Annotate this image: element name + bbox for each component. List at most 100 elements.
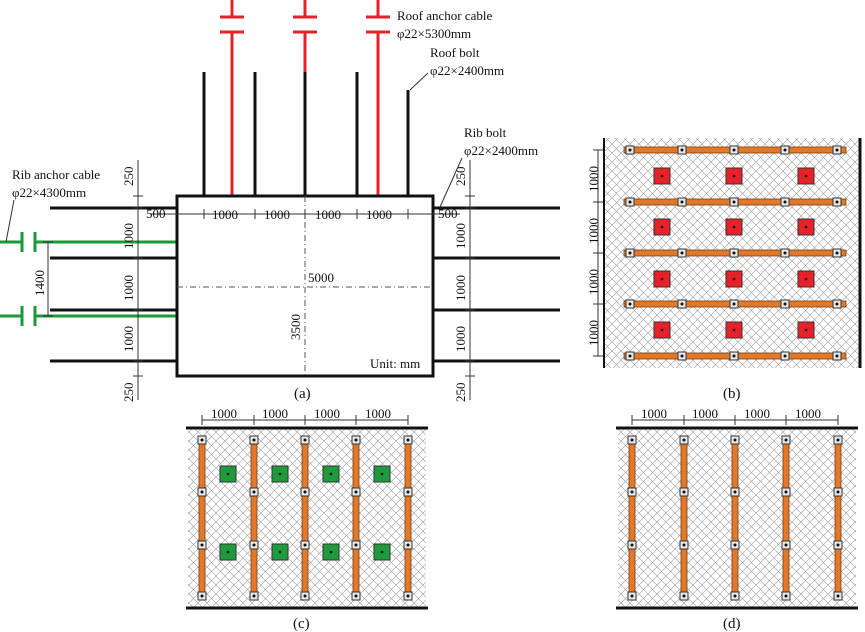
anchor-center	[226, 550, 230, 554]
rib-bolts-left	[50, 206, 177, 363]
dim-top-1000: 1000	[264, 207, 290, 222]
steel-strap	[250, 435, 258, 601]
rib-anchor-plates	[219, 465, 391, 561]
roof-bolt-spec: φ22×2400mm	[430, 63, 504, 78]
right-dimension-chain	[465, 160, 475, 400]
bolt-center	[732, 148, 736, 152]
bolt-center	[628, 148, 632, 152]
bolt-center	[783, 148, 787, 152]
bolt-center	[733, 490, 737, 494]
anchor-center	[660, 328, 664, 332]
bolt-center	[732, 200, 736, 204]
anchor-center	[804, 328, 808, 332]
bolt-center	[252, 438, 256, 442]
bolt-center	[406, 490, 410, 494]
bolt-center	[836, 490, 840, 494]
bolt-center	[784, 490, 788, 494]
bolt-center	[630, 438, 634, 442]
bolt-center	[252, 543, 256, 547]
bolt-center	[680, 148, 684, 152]
bolt-center	[303, 490, 307, 494]
bolt-center	[200, 543, 204, 547]
bolt-center	[406, 594, 410, 598]
dim-d-1000: 1000	[744, 406, 770, 421]
roof-bolt-leader	[409, 72, 429, 91]
steel-strap	[352, 435, 360, 601]
bolt-center	[628, 354, 632, 358]
top-dimension-chain	[150, 209, 460, 219]
bolt-center	[835, 302, 839, 306]
bolt-center	[835, 251, 839, 255]
anchor-cable-plates	[653, 167, 815, 339]
dim-c-1000: 1000	[314, 406, 340, 421]
bolt-center	[835, 200, 839, 204]
bolt-center	[680, 200, 684, 204]
dim-left-1000: 1000	[121, 223, 136, 249]
anchor-center	[804, 277, 808, 281]
roof-bolts	[202, 72, 410, 196]
bolt-center	[682, 594, 686, 598]
bolt-center	[200, 594, 204, 598]
dim-d-1000: 1000	[692, 406, 718, 421]
bolt-center	[680, 302, 684, 306]
anchor-center	[226, 472, 230, 476]
steel-strap-rows	[623, 145, 847, 361]
bolt-center	[733, 438, 737, 442]
bolt-center	[252, 490, 256, 494]
bolt-center	[733, 543, 737, 547]
anchor-center	[732, 225, 736, 229]
dim-b-1000: 1000	[586, 320, 601, 346]
dim-left-1000: 1000	[121, 326, 136, 352]
rib-cable-spacing	[43, 241, 53, 317]
bolt-center	[835, 148, 839, 152]
dim-cable-spacing-1400: 1400	[32, 270, 47, 296]
bolt-center	[354, 438, 358, 442]
bolt-center	[836, 438, 840, 442]
bolt-center	[354, 543, 358, 547]
bolt-center	[303, 438, 307, 442]
dim-c-1000: 1000	[262, 406, 288, 421]
rib-anchor-cable-leader	[5, 199, 15, 243]
bolt-center	[406, 543, 410, 547]
anchor-center	[804, 174, 808, 178]
bolt-center	[835, 354, 839, 358]
dim-right-1000: 1000	[453, 275, 468, 301]
anchor-center	[329, 550, 333, 554]
bolt-center	[784, 543, 788, 547]
dim-right-250: 250	[453, 167, 468, 187]
bolt-center	[784, 438, 788, 442]
roof-anchor-cable-label: Roof anchor cable	[397, 8, 493, 23]
steel-strap-columns	[197, 435, 413, 601]
bolt-center	[628, 200, 632, 204]
steel-strap-columns	[627, 435, 843, 601]
panel-c-rib-layout: 1000 1000 1000 1000 (c)	[186, 406, 428, 632]
dim-right-1000: 1000	[453, 326, 468, 352]
panel-b-roof-layout: 1000 1000 1000 1000 (b)	[586, 138, 862, 402]
dim-right-250: 250	[453, 383, 468, 403]
caption-c: (c)	[293, 616, 310, 632]
dim-b-1000: 1000	[586, 269, 601, 295]
dim-width-5000: 5000	[308, 270, 334, 285]
bolt-center	[630, 490, 634, 494]
dim-left-250: 250	[121, 383, 136, 403]
rib-anchor-cable-spec: φ22×4300mm	[12, 185, 86, 200]
bolt-center	[252, 594, 256, 598]
dim-c-1000: 1000	[365, 406, 391, 421]
steel-strap	[680, 435, 688, 601]
bolt-center	[783, 354, 787, 358]
dim-left-1000: 1000	[121, 275, 136, 301]
rib-anchor-cable-label: Rib anchor cable	[12, 167, 100, 182]
rib-bolt-label: Rib bolt	[464, 125, 507, 140]
dim-b-1000: 1000	[586, 218, 601, 244]
rib-bolt-leader	[439, 157, 463, 208]
steel-strap	[198, 435, 206, 601]
rib-anchor-cables	[0, 232, 177, 326]
bolt-center	[836, 594, 840, 598]
steel-strap	[404, 435, 412, 601]
bolt-center	[682, 438, 686, 442]
bolt-center	[732, 354, 736, 358]
anchor-center	[278, 472, 282, 476]
bolt-center	[630, 543, 634, 547]
roof-bolt-label: Roof bolt	[430, 45, 480, 60]
